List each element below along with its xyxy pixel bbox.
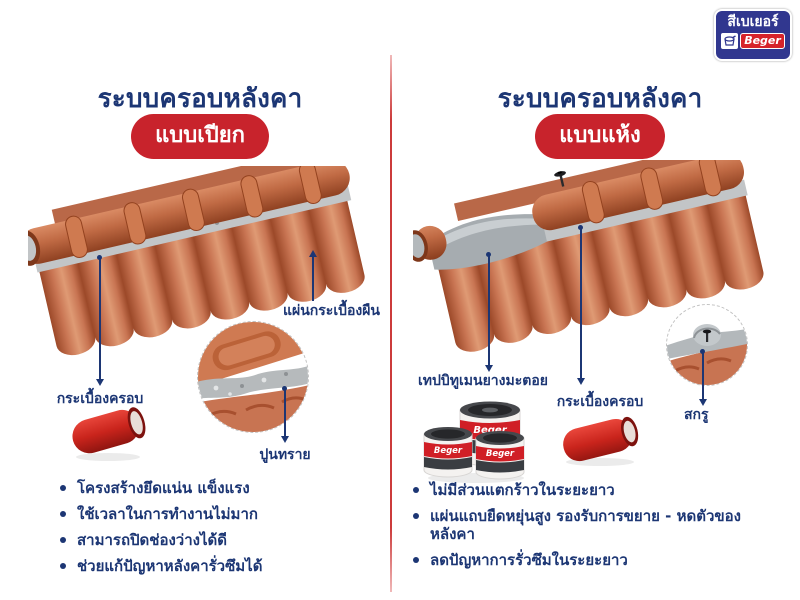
arrow-mortar-line: [284, 390, 286, 436]
left-benefits-list: โครงสร้างยึดแน่น แข็งแรง ใช้เวลาในการทำง…: [55, 479, 375, 583]
svg-text:Beger: Beger: [473, 425, 507, 436]
beger-logo: สีเบเยอร์ Beger: [714, 9, 792, 61]
ridge-collars: [581, 160, 722, 224]
tape-roll-right: Beger: [475, 431, 525, 480]
label-bitumen-tape: เทปบิทูเมนยางมะตอย: [418, 373, 548, 389]
arrow-tape-dot: [486, 252, 491, 257]
tape-roll-left: Beger: [423, 427, 473, 478]
list-item: โครงสร้างยึดแน่น แข็งแรง: [55, 479, 375, 497]
arrow-ridge-line: [580, 229, 582, 379]
svg-text:Beger: Beger: [434, 446, 463, 456]
arrow-screw-dot: [700, 349, 705, 354]
screw-inset-circle: [666, 304, 748, 386]
ridge-collars: [65, 166, 322, 259]
label-mortar: ปูนทราย: [259, 447, 311, 463]
right-benefits-list: ไม่มีส่วนแตกร้าวในระยะยาว แผ่นแถบยืดหยุ่…: [408, 481, 783, 577]
panel-divider: [390, 55, 392, 592]
label-screw: สกรู: [684, 407, 709, 423]
badge-wet-label: แบบเปียก: [131, 114, 269, 159]
ridge-cap-row: [532, 160, 745, 231]
left-roof-diagram: [28, 166, 365, 356]
arrow-mortar-head: [281, 436, 289, 443]
back-slope-tiles: [454, 160, 731, 222]
arrow-tile-sheet-head: [309, 250, 317, 257]
left-panel-title: ระบบครอบหลังคา: [97, 84, 303, 114]
arrow-screw-head: [699, 399, 707, 406]
arrow-tape-line: [488, 256, 490, 366]
logo-brand-text: Beger: [740, 33, 785, 49]
arrow-ridge-dot: [578, 225, 583, 230]
arrow-ridge-line: [99, 259, 101, 379]
label-ridge-tile-right: กระเบื้องครอบ: [556, 394, 644, 410]
arrow-ridge-head: [577, 378, 585, 385]
paint-can-icon: [721, 33, 738, 49]
arrow-screw-line: [702, 353, 704, 399]
list-item: แผ่นแถบยืดหยุ่นสูง รองรับการขยาย - หดตัว…: [408, 507, 783, 543]
ridge-tile-image: [72, 407, 146, 461]
corrugated-tile-field: [437, 193, 764, 352]
mortar-layer: [198, 366, 308, 399]
list-item: สามารถปิดช่องว่างได้ดี: [55, 531, 375, 549]
list-item: ไม่มีส่วนแตกร้าวในระยะยาว: [408, 481, 783, 499]
corrugated-tile-field: [38, 197, 365, 356]
label-tile-sheet: แผ่นกระเบื้องผืน: [283, 303, 381, 319]
ridge-cap-row: [28, 166, 350, 264]
list-item: ช่วยแก้ปัญหาหลังคารั่วซึมได้: [55, 557, 375, 575]
left-panel-badge: แบบเปียก: [30, 114, 370, 159]
arrow-ridge-head: [96, 379, 104, 386]
logo-thai-text: สีเบเยอร์: [727, 14, 779, 30]
arrow-ridge-dot: [97, 255, 102, 260]
ridge-tile-image: [563, 416, 639, 466]
svg-text:Beger: Beger: [486, 449, 515, 459]
right-panel-badge: แบบแห้ง: [430, 114, 770, 159]
list-item: ลดปัญหาการรั่วซึมในระยะยาว: [408, 551, 783, 569]
badge-dry-label: แบบแห้ง: [535, 114, 665, 159]
right-panel-title: ระบบครอบหลังคา: [497, 84, 703, 114]
mortar-inset-circle: [197, 321, 309, 433]
label-ridge-tile-left: กระเบื้องครอบ: [56, 391, 144, 407]
arrow-tape-head: [485, 365, 493, 372]
list-item: ใช้เวลาในการทำงานไม่มาก: [55, 505, 375, 523]
screw-image: [554, 171, 566, 187]
arrow-tile-sheet-line: [312, 257, 314, 301]
right-roof-diagram: [413, 160, 764, 352]
arrow-mortar-dot: [282, 386, 287, 391]
bitumen-membrane: [428, 214, 547, 270]
back-slope-tiles: [51, 166, 337, 228]
beger-tape-products: Beger Beger Beger: [423, 401, 525, 483]
